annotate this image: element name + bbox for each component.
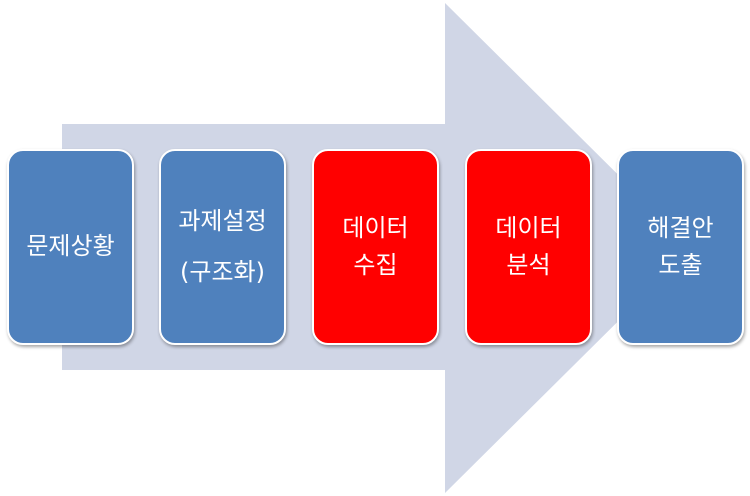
step-task-setting: 과제설정 (구조화) — [159, 149, 286, 345]
step-data-analysis-line-1: 데이터 — [495, 213, 562, 242]
step-problem-situation: 문제상황 — [7, 149, 134, 345]
step-task-setting-line-2: (구조화) — [180, 258, 265, 286]
step-solution-derivation-line-2: 도출 — [658, 251, 703, 279]
step-task-setting-line-1: 과제설정 — [178, 206, 267, 235]
step-solution-derivation-line-1: 해결안 — [647, 213, 714, 242]
step-data-collection-line-2: 수집 — [353, 251, 398, 279]
step-data-collection: 데이터 수집 — [312, 149, 439, 345]
step-data-analysis-line-2: 분석 — [506, 251, 551, 279]
step-solution-derivation: 해결안 도출 — [617, 149, 744, 345]
step-data-analysis: 데이터 분석 — [465, 149, 592, 345]
step-problem-situation-line-1: 문제상황 — [26, 232, 115, 261]
step-data-collection-line-1: 데이터 — [342, 213, 409, 242]
